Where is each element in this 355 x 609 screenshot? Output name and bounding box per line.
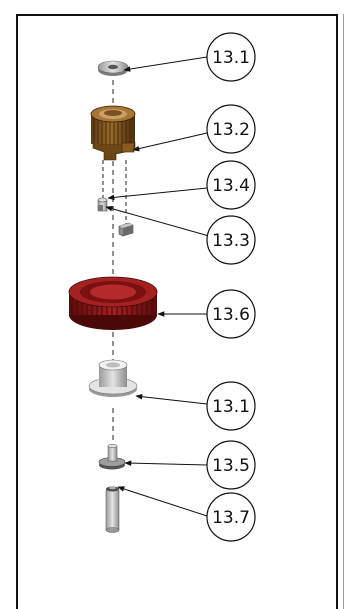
frame-edge-rule [343,14,344,609]
callout-balloon: 13.2 [206,104,256,154]
shaft-washer [98,443,126,470]
leader-13-1-bushing [135,393,208,405]
drawing-frame [16,14,338,609]
leader-13-4 [107,187,208,201]
callout-balloon: 13.6 [206,289,256,339]
callout-label: 13.1 [212,397,250,417]
leader-13-3 [105,206,210,237]
callout-label: 13.2 [212,120,250,140]
leader-13-1-top [123,56,208,72]
callout-label: 13.7 [212,508,250,528]
callout-label: 13.6 [212,305,250,325]
callout-balloon: 13.3 [206,215,256,265]
bronze-gear-bracket [90,105,136,161]
callout-balloon: 13.5 [206,440,256,490]
leader-13-7 [117,486,208,517]
shaft-pin [105,486,120,533]
small-pin [97,197,108,212]
callout-label: 13.5 [212,456,250,476]
leader-13-5 [124,460,208,466]
flanged-bushing [88,359,138,397]
washer-top [97,60,129,76]
callout-label: 13.4 [212,176,250,196]
callout-balloon: 13.7 [206,492,256,542]
callout-label: 13.1 [212,48,250,68]
callout-label: 13.3 [212,231,250,251]
leader-13-2 [132,132,208,152]
callout-balloon: 13.1 [206,381,256,431]
callout-balloon: 13.4 [206,160,256,210]
callout-balloon: 13.1 [206,32,256,82]
small-block [118,222,134,237]
red-gear [68,276,158,330]
